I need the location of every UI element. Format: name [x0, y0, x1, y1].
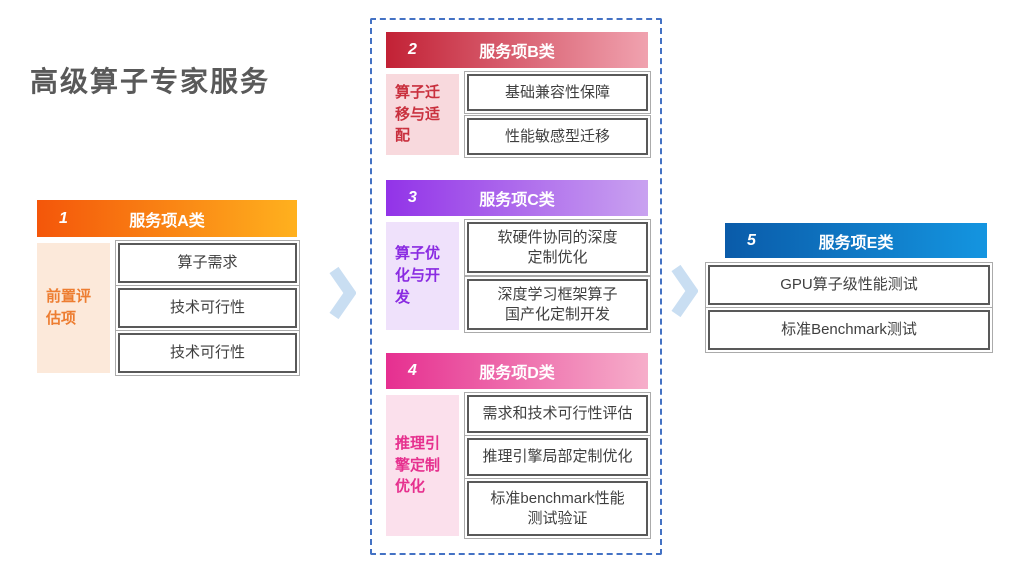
list-item: 技术可行性: [118, 288, 297, 328]
list-item: 软硬件协同的深度 定制优化: [467, 222, 648, 273]
block-e-header: 5 服务项E类: [725, 223, 987, 258]
list-item: 技术可行性: [118, 333, 297, 373]
block-d-body: 推理引 擎定制 优化 需求和技术可行性评估 推理引擎局部定制优化 标准bench…: [386, 395, 648, 536]
block-b-title: 服务项B类: [479, 44, 555, 61]
block-c-body: 算子优 化与开 发 软硬件协同的深度 定制优化 深度学习框架算子 国产化定制开发: [386, 222, 648, 330]
list-item: 推理引擎局部定制优化: [467, 438, 648, 476]
list-item: 标准benchmark性能 测试验证: [467, 481, 648, 536]
service-block-a: 1 服务项A类 前置评 估项 算子需求 技术可行性 技术可行性: [37, 200, 297, 373]
block-b-items: 基础兼容性保障 性能敏感型迁移: [467, 74, 648, 155]
block-a-header: 1 服务项A类: [37, 200, 297, 237]
block-c-title: 服务项C类: [479, 192, 555, 209]
block-b-sidebar-label: 算子迁 移与适 配: [386, 74, 459, 155]
service-block-d: 4 服务项D类 推理引 擎定制 优化 需求和技术可行性评估 推理引擎局部定制优化…: [386, 353, 648, 536]
block-e-items: GPU算子级性能测试 标准Benchmark测试: [708, 265, 990, 350]
list-item: 深度学习框架算子 国产化定制开发: [467, 279, 648, 330]
chevron-right-icon: [329, 266, 356, 320]
block-b-body: 算子迁 移与适 配 基础兼容性保障 性能敏感型迁移: [386, 74, 648, 155]
list-item: 需求和技术可行性评估: [467, 395, 648, 433]
middle-dashed-container: 2 服务项B类 算子迁 移与适 配 基础兼容性保障 性能敏感型迁移 3 服务项C…: [370, 18, 662, 555]
list-item: GPU算子级性能测试: [708, 265, 990, 305]
block-d-number: 4: [408, 362, 417, 379]
service-block-e: 5 服务项E类 GPU算子级性能测试 标准Benchmark测试: [708, 223, 990, 350]
block-e-title: 服务项E类: [818, 234, 894, 252]
block-d-title: 服务项D类: [479, 365, 555, 382]
block-a-body: 前置评 估项 算子需求 技术可行性 技术可行性: [37, 243, 297, 373]
block-e-number: 5: [747, 231, 756, 249]
chevron-right-icon: [671, 264, 698, 318]
block-c-items: 软硬件协同的深度 定制优化 深度学习框架算子 国产化定制开发: [467, 222, 648, 330]
block-b-header: 2 服务项B类: [386, 32, 648, 68]
block-a-sidebar-label: 前置评 估项: [37, 243, 110, 373]
block-d-sidebar-label: 推理引 擎定制 优化: [386, 395, 459, 536]
list-item: 标准Benchmark测试: [708, 310, 990, 350]
block-d-header: 4 服务项D类: [386, 353, 648, 389]
list-item: 算子需求: [118, 243, 297, 283]
block-a-number: 1: [59, 209, 68, 227]
service-block-c: 3 服务项C类 算子优 化与开 发 软硬件协同的深度 定制优化 深度学习框架算子…: [386, 180, 648, 330]
block-b-number: 2: [408, 41, 417, 58]
block-c-number: 3: [408, 189, 417, 206]
block-a-title: 服务项A类: [129, 212, 205, 230]
list-item: 性能敏感型迁移: [467, 118, 648, 155]
page-title: 高级算子专家服务: [30, 66, 271, 97]
list-item: 基础兼容性保障: [467, 74, 648, 111]
block-a-items: 算子需求 技术可行性 技术可行性: [118, 243, 297, 373]
block-d-items: 需求和技术可行性评估 推理引擎局部定制优化 标准benchmark性能 测试验证: [467, 395, 648, 536]
block-c-sidebar-label: 算子优 化与开 发: [386, 222, 459, 330]
block-c-header: 3 服务项C类: [386, 180, 648, 216]
service-block-b: 2 服务项B类 算子迁 移与适 配 基础兼容性保障 性能敏感型迁移: [386, 32, 648, 155]
